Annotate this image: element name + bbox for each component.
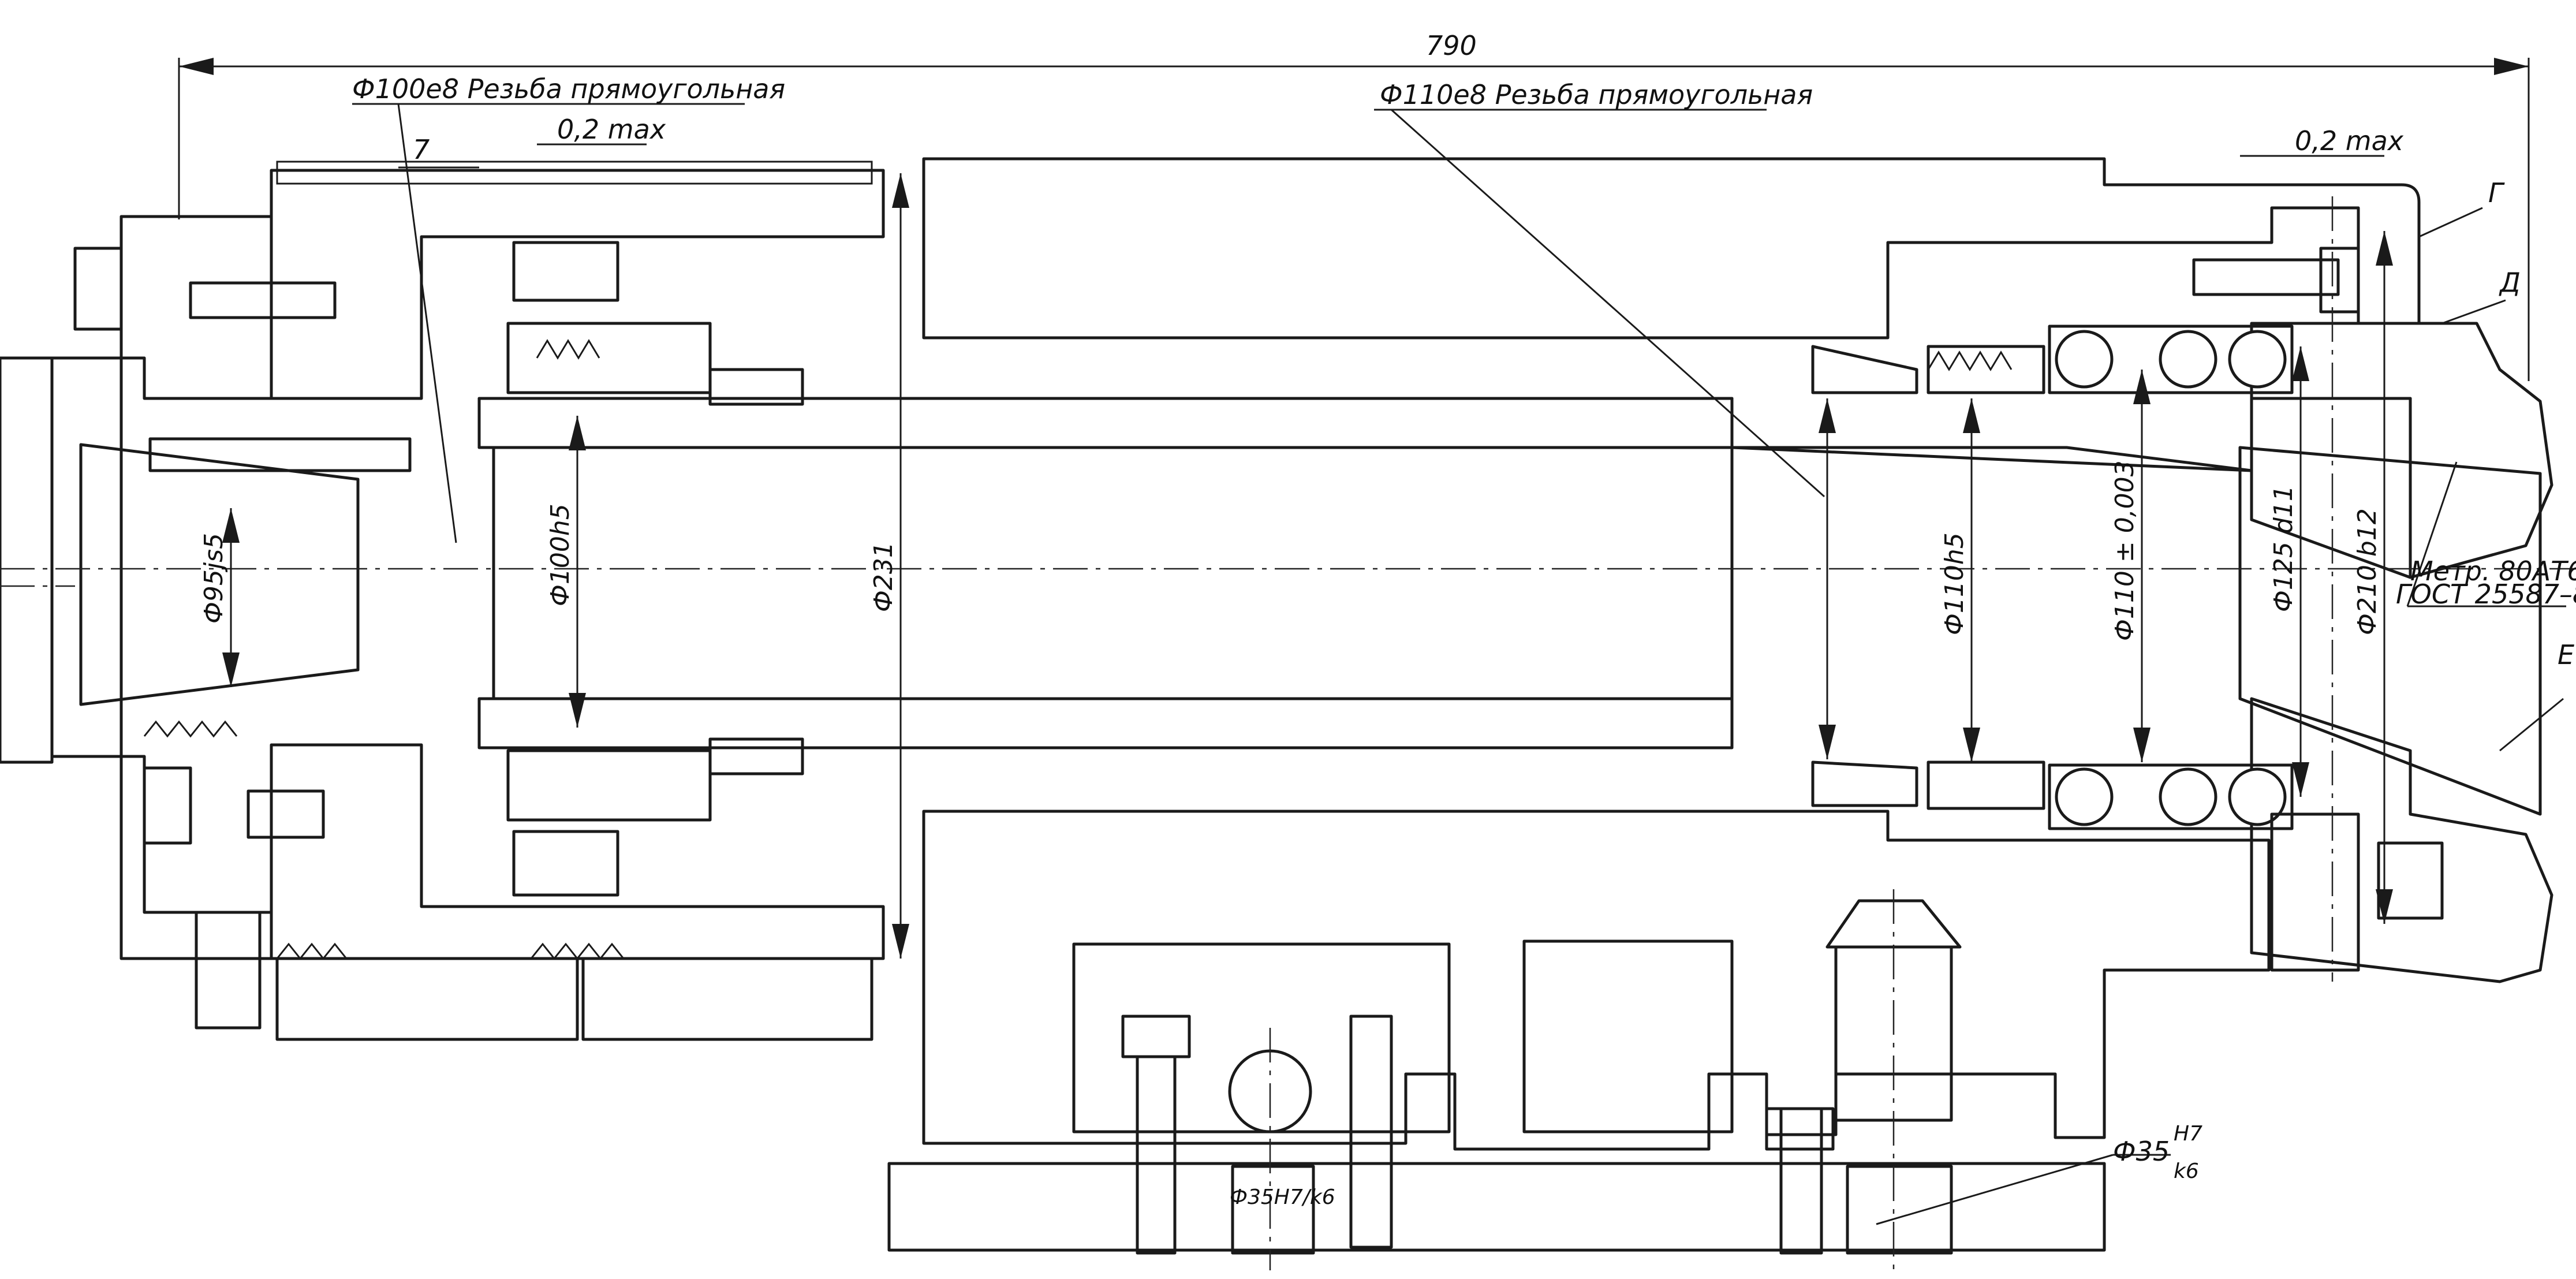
dim-d100h5: Ф100h5 — [546, 504, 575, 606]
pillar-2 — [275, 957, 579, 1041]
dim-overall: 790 — [1426, 30, 1477, 61]
rear-assembly — [0, 161, 885, 1041]
fit-outer-hole: Н7 — [2174, 1122, 2202, 1146]
front-seal — [2270, 812, 2360, 972]
dimension-lines — [178, 58, 2566, 1225]
fit-inner: Ф35Н7/k6 — [1230, 1185, 1335, 1209]
mark-g: Г — [2488, 177, 2505, 208]
mark-d: Д — [2499, 267, 2521, 298]
rear-nut-lock-low — [506, 749, 712, 822]
housing-lower — [922, 810, 2271, 1151]
rear-sleeve-bottom — [708, 737, 804, 775]
pillar-1 — [195, 911, 262, 1030]
base-pocket — [1072, 942, 1451, 1133]
dim-d110tol: Ф110 ± 0,003 — [2110, 460, 2140, 641]
spindle-bore-taper — [2238, 446, 2542, 816]
dim-thread-left: Ф100е8 Резьба прямоугольная — [352, 73, 785, 105]
ball-4 — [2055, 767, 2114, 826]
rear-stop — [148, 437, 412, 472]
pillar-3 — [581, 957, 873, 1041]
dowel-lower — [1846, 1165, 1953, 1255]
base-bolt-2 — [1779, 1107, 1823, 1255]
rear-screw-bottom — [512, 830, 619, 897]
rear-nut-upper — [270, 169, 885, 400]
mark-e: Е — [2558, 639, 2574, 670]
housing-upper — [922, 157, 2421, 340]
dowel-cone — [1825, 899, 1962, 949]
taper-note-1: Метр. 80АТ6 — [2410, 555, 2576, 587]
dim-runout-left: 0,2 max — [557, 114, 666, 145]
spring-b — [1927, 350, 2013, 371]
front-cover-screw — [2377, 841, 2444, 920]
center-lines — [0, 196, 2576, 1270]
front-screw-head — [2319, 247, 2360, 314]
spindle-front-taper-top — [2250, 397, 2412, 579]
bolt-lower — [247, 789, 325, 839]
bolt-upper — [189, 281, 337, 319]
bolt-head-lower — [143, 766, 192, 845]
thread-band-top — [276, 161, 873, 185]
rear-nut-lower — [270, 743, 885, 960]
bolt-head-upper — [73, 247, 123, 331]
ball-5 — [2159, 767, 2217, 826]
dim-d110h5: Ф110h5 — [1940, 532, 1969, 635]
dim-pitch: 7 — [413, 134, 430, 165]
front-ring-bottom — [1811, 760, 1918, 807]
rear-screw-top — [512, 241, 619, 302]
fit-outer-shaft: k6 — [2174, 1159, 2199, 1183]
rear-cap-taper — [79, 443, 360, 706]
front-bearings — [1811, 247, 2444, 972]
fit-outer-d: Ф35 — [2113, 1136, 2170, 1167]
dim-d210: Ф210 b12 — [2353, 508, 2382, 635]
spindle-front-taper — [2250, 697, 2553, 983]
front-ring-top — [1811, 345, 1918, 394]
ball-1 — [2055, 330, 2114, 389]
ball-3 — [2228, 330, 2287, 389]
base-bolt-head-left — [1121, 1015, 1191, 1058]
base-bolt-2-head — [1765, 1107, 1835, 1151]
dim-d125: Ф125 d11 — [2269, 485, 2298, 612]
front-screw — [2192, 258, 2340, 296]
rear-sleeve-top — [708, 368, 804, 406]
rear-nut-lock — [506, 322, 712, 394]
spring-a — [536, 339, 600, 360]
ball-6 — [2228, 767, 2287, 826]
base-bolt-left — [1136, 1055, 1177, 1255]
thread-teeth-bottom — [276, 942, 625, 960]
dim-d95: Ф95js5 — [199, 533, 229, 624]
base-pin — [1231, 1165, 1315, 1255]
spindle-bore-top — [477, 397, 1734, 449]
spindle-shaft — [477, 322, 2553, 983]
dim-runout-right: 0,2 max — [2295, 125, 2404, 156]
spindle-bore-bottom — [477, 697, 1734, 749]
dim-thread-right: Ф110е8 Резьба прямоугольная — [1380, 79, 1813, 110]
spindle-bore — [492, 446, 1734, 700]
base-bolt-right — [1349, 1015, 1393, 1249]
housing — [887, 157, 2421, 1252]
ball-2 — [2159, 330, 2217, 389]
taper-note-2: ГОСТ 25587–82 — [2396, 579, 2576, 610]
rear-plate-left — [0, 356, 54, 764]
labels: 790 Ф100е8 Резьба прямоугольная Ф110е8 Р… — [199, 30, 2576, 1209]
front-spacer-top — [1927, 345, 2045, 394]
spring-rear — [143, 720, 238, 738]
base-pocket-2 — [1522, 939, 1734, 1133]
bearing-cage-bottom — [2048, 763, 2294, 830]
rear-bearing — [506, 241, 804, 897]
base-plate — [887, 1162, 2106, 1252]
dim-d231: Ф231 — [869, 542, 898, 612]
front-spacer-bot — [1927, 760, 2045, 810]
